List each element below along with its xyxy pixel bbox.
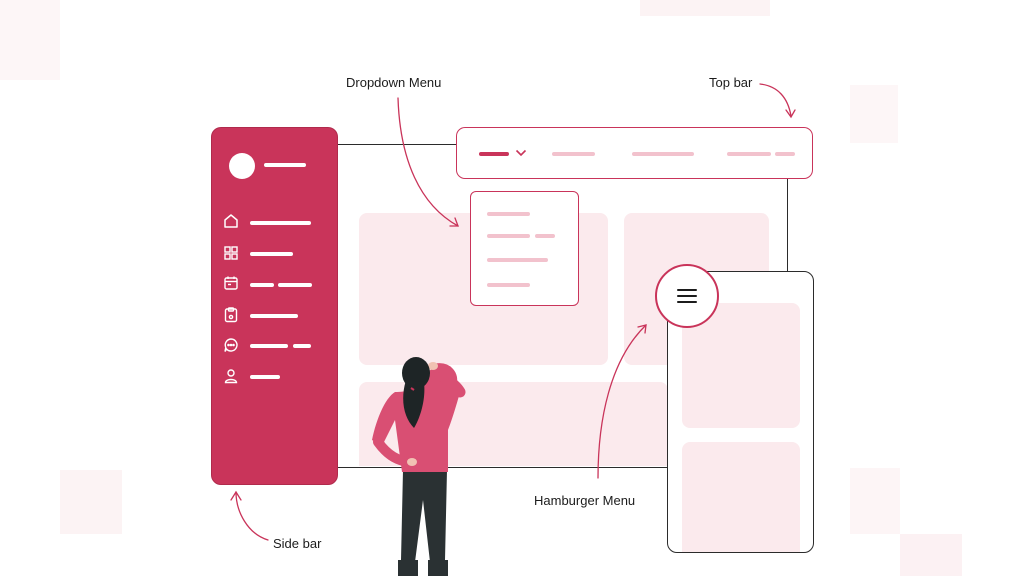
chevron-down-icon bbox=[515, 149, 527, 157]
hamburger-button bbox=[655, 264, 719, 328]
topbar-item bbox=[632, 152, 694, 156]
topbar-item bbox=[552, 152, 595, 156]
dropdown-item bbox=[487, 258, 548, 262]
clipboard-icon bbox=[224, 307, 238, 323]
sidebar bbox=[211, 127, 338, 485]
chat-icon bbox=[224, 338, 238, 352]
topbar-item bbox=[727, 152, 771, 156]
sidebar-item-bar bbox=[250, 252, 293, 256]
topbar-active-item bbox=[479, 152, 509, 156]
sidebar-item-bar bbox=[250, 344, 288, 348]
label-dropdown-menu: Dropdown Menu bbox=[346, 75, 442, 90]
dropdown-item bbox=[487, 283, 530, 287]
mobile-card bbox=[682, 442, 800, 552]
bg-square bbox=[640, 0, 770, 16]
sidebar-item-bar bbox=[278, 283, 312, 287]
sidebar-arrow bbox=[235, 491, 269, 541]
label-hamburger-menu: Hamburger Menu bbox=[534, 493, 636, 508]
sidebar-title-bar bbox=[264, 163, 306, 167]
user-icon bbox=[224, 369, 238, 384]
grid-icon bbox=[224, 246, 238, 260]
top-bar bbox=[456, 127, 813, 179]
dropdown-item bbox=[487, 234, 530, 238]
calendar-icon bbox=[224, 276, 238, 290]
woman-figure bbox=[372, 357, 466, 576]
sidebar-item-bar bbox=[250, 283, 274, 287]
label-top-bar: Top bar bbox=[709, 75, 753, 90]
bg-square bbox=[850, 85, 898, 143]
sidebar-item-bar bbox=[250, 314, 298, 318]
bg-square bbox=[850, 468, 900, 534]
dropdown-panel bbox=[470, 191, 579, 306]
avatar bbox=[229, 153, 255, 179]
dropdown-arrow bbox=[397, 97, 459, 227]
sidebar-item-bar bbox=[293, 344, 311, 348]
bg-square bbox=[900, 534, 962, 576]
topbar-arrow bbox=[759, 83, 792, 117]
home-icon bbox=[224, 214, 238, 228]
bg-square bbox=[60, 470, 122, 534]
dropdown-item bbox=[487, 212, 530, 216]
dropdown-item bbox=[535, 234, 555, 238]
mobile-wireframe bbox=[667, 271, 814, 553]
bg-square bbox=[0, 0, 60, 80]
hamburger-icon bbox=[677, 289, 697, 303]
sidebar-item-bar bbox=[250, 375, 280, 379]
sidebar-item-bar bbox=[250, 221, 311, 225]
topbar-item bbox=[775, 152, 795, 156]
label-side-bar: Side bar bbox=[273, 536, 322, 551]
hamburger-arrow bbox=[597, 324, 647, 479]
